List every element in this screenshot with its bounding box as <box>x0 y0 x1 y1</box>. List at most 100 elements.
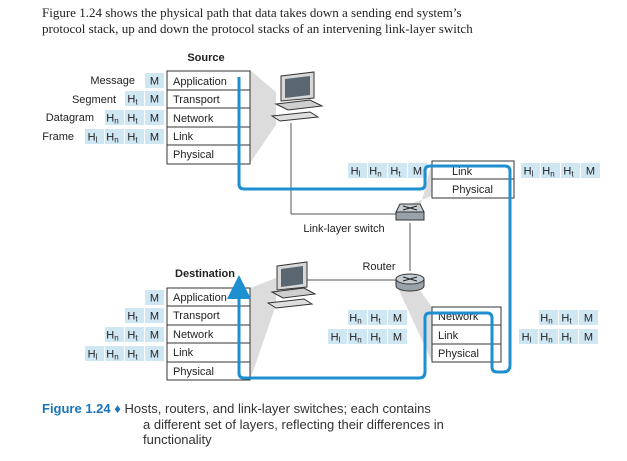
router-right-header-link-0-box <box>519 329 538 344</box>
dest-header-row2-2-box <box>145 327 164 342</box>
router-right-header-link-1: Hn <box>540 332 552 345</box>
source-header-row1-0: Ht <box>127 94 138 107</box>
switch-right-header-0-box <box>521 163 540 178</box>
source-layer-application: Application <box>173 76 227 88</box>
dest-header-row3-1: Hn <box>106 349 118 362</box>
source-layer-physical: Physical <box>173 149 214 161</box>
intro-line-1: Figure 1.24 shows the physical path that… <box>42 5 462 20</box>
link-layer-switch-icon <box>395 203 425 221</box>
switch-right-header-0: Hl <box>524 166 534 179</box>
router-right-header-link-3-box <box>579 329 598 344</box>
dest-layer-link: Link <box>173 347 194 359</box>
router-left-header-link-0-box <box>328 329 347 344</box>
dest-header-row3-1-box <box>105 346 124 361</box>
source-stack-box <box>166 70 251 165</box>
source-header-row1-1: M <box>150 94 159 106</box>
switch-layer-link: Link <box>452 166 473 178</box>
dest-header-row1-0: Ht <box>127 311 138 324</box>
dest-header-row0-0: M <box>150 293 159 305</box>
switch-right-header-2: Ht <box>563 166 574 179</box>
source-shadow <box>250 70 276 163</box>
figure-caption: Figure 1.24 ♦ Hosts, routers, and link-l… <box>42 401 482 448</box>
source-layer-transport: Transport <box>173 94 220 106</box>
switch-left-header-1-box <box>368 163 387 178</box>
source-stack: Source Application Transport Network Lin… <box>42 52 251 165</box>
dest-header-row3-0: Hl <box>88 349 98 362</box>
data-path <box>227 77 512 380</box>
router-right-header-network-0-box <box>539 310 558 325</box>
router-right-header-network-1-box <box>559 310 578 325</box>
dest-layer-transport: Transport <box>173 310 220 322</box>
caption-bullet: ♦ <box>114 401 121 416</box>
caption-line-3: functionality <box>143 432 212 447</box>
switch-shadow <box>400 162 432 208</box>
source-header-row3-1-box <box>105 129 124 144</box>
router-left-header-link-1-box <box>348 329 367 344</box>
source-header-row2-0-box <box>105 110 124 125</box>
dest-header-row3-2-box <box>125 346 144 361</box>
source-header-row3-0: Hl <box>88 132 98 145</box>
router-left-header-network-2: M <box>393 313 402 325</box>
source-header-row0-0-box <box>145 73 164 88</box>
source-layer-network: Network <box>173 113 214 125</box>
source-header-row3-2: Ht <box>127 132 138 145</box>
router-right-header-link-3: M <box>584 332 593 344</box>
source-header-row1-0-box <box>125 91 144 106</box>
source-header-row2-2: M <box>150 113 159 125</box>
switch-left-header-0: Hl <box>351 166 361 179</box>
router-right-header-network-2: M <box>584 313 593 325</box>
source-header-row2-1: Ht <box>127 113 138 126</box>
dest-header-row2-1-box <box>125 327 144 342</box>
dest-layer-network: Network <box>173 329 214 341</box>
intro-text: Figure 1.24 shows the physical path that… <box>42 5 602 37</box>
switch-right-header-1-box <box>541 163 560 178</box>
router-label: Router <box>362 261 395 273</box>
switch-left-header-2-box <box>388 163 407 178</box>
source-header-row2-2-box <box>145 110 164 125</box>
source-computer-icon <box>270 71 324 122</box>
caption-line-1: Hosts, routers, and link-layer switches;… <box>124 401 431 416</box>
router-left-header-network-2-box <box>388 310 407 325</box>
router-stack: Network Link Physical Router <box>362 261 502 363</box>
switch-right-header-3-box <box>581 163 600 178</box>
switch-left-header-1: Hn <box>369 166 381 179</box>
source-title: Source <box>187 52 224 64</box>
row-label-datagram: Datagram <box>46 112 94 124</box>
router-left-header-link-1: Hn <box>349 332 361 345</box>
router-left-header-network-0-box <box>348 310 367 325</box>
dest-header-row3-2: Ht <box>127 349 138 362</box>
dest-header-row3-3-box <box>145 346 164 361</box>
dest-header-row0-0-box <box>145 290 164 305</box>
row-label-segment: Segment <box>72 94 116 106</box>
dest-header-row2-1: Ht <box>127 330 138 343</box>
row-label-message: Message <box>90 75 135 87</box>
source-header-row1-1-box <box>145 91 164 106</box>
router-right-header-link-1-box <box>539 329 558 344</box>
source-header-row2-0: Hn <box>106 113 118 126</box>
router-icon <box>395 273 425 292</box>
cables <box>290 123 411 281</box>
switch-label: Link-layer switch <box>303 223 384 235</box>
dest-header-row3-0-box <box>85 346 104 361</box>
source-header-row3-0-box <box>85 129 104 144</box>
switch-left-header-3-box <box>408 163 427 178</box>
router-left-header-link-3-box <box>388 329 407 344</box>
destination-computer-icon <box>266 261 317 309</box>
switch-right-header-1: Hn <box>542 166 554 179</box>
switch-left-header-2: Ht <box>390 166 401 179</box>
source-header-row2-1-box <box>125 110 144 125</box>
dest-header-row2-0: Hn <box>106 330 118 343</box>
source-layer-link: Link <box>173 131 194 143</box>
dest-layer-application: Application <box>173 292 227 304</box>
router-layer-link: Link <box>438 330 459 342</box>
router-right-header-network-1: Ht <box>561 313 572 326</box>
dest-header-row1-0-box <box>125 308 144 323</box>
dest-header-row2-2: M <box>150 330 159 342</box>
router-right-header-network-2-box <box>579 310 598 325</box>
router-left-header-link-3: M <box>393 332 402 344</box>
router-left-header-link-0: Hl <box>331 332 341 345</box>
caption-line-2: a different set of layers, reflecting th… <box>143 416 444 432</box>
switch-right-header-2-box <box>561 163 580 178</box>
row-label-frame: Frame <box>42 131 74 143</box>
